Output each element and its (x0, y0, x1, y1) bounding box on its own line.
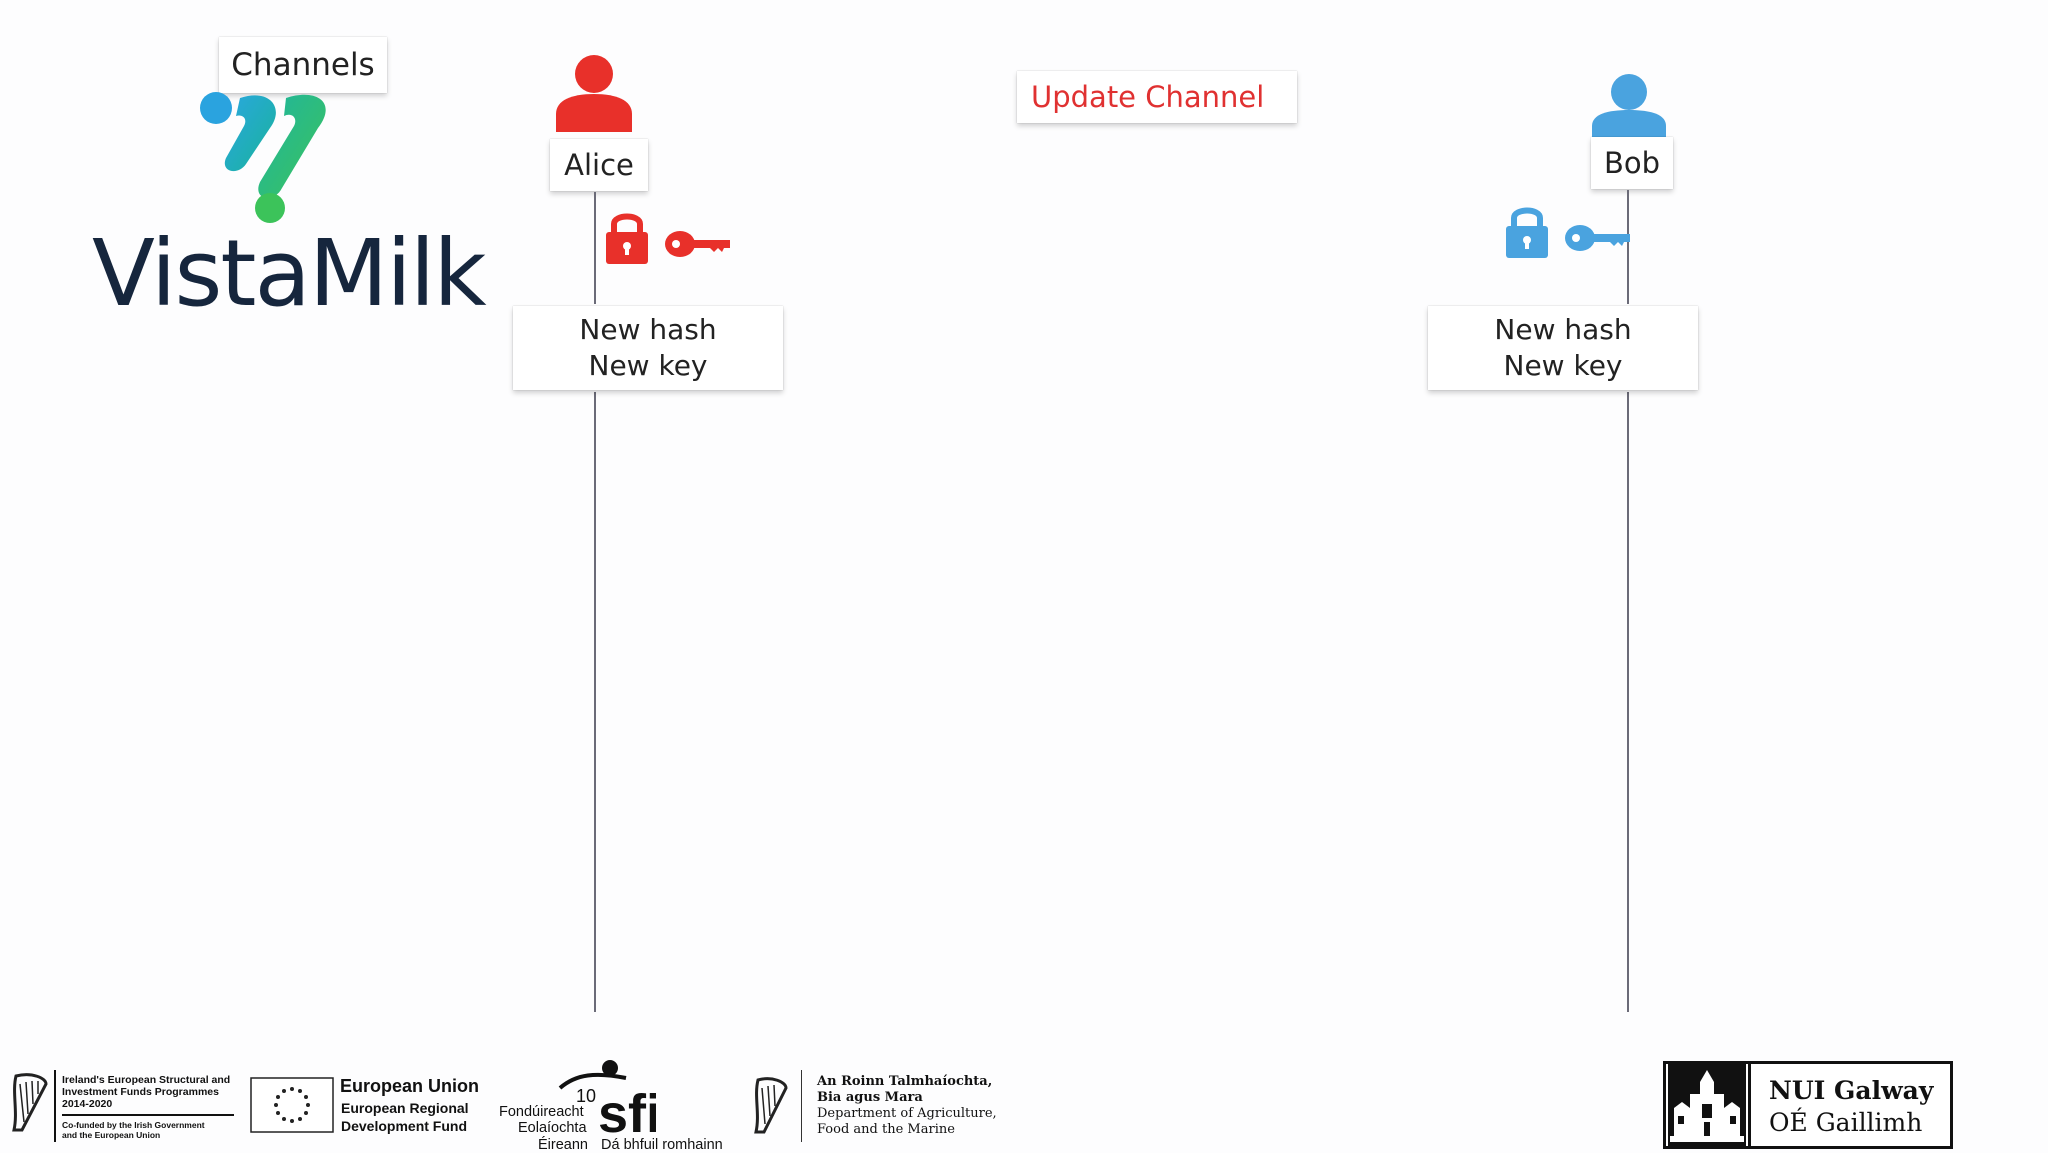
divider (54, 1070, 56, 1142)
alice-name: Alice (550, 139, 648, 191)
sfi-text: Éireann (538, 1137, 588, 1153)
bob-note: New hash New key (1428, 306, 1698, 390)
bob-user-icon (1592, 74, 1666, 138)
bob-lifeline (1627, 392, 1629, 1012)
divider (1748, 1061, 1751, 1149)
dafm-text: Department of Agriculture, (817, 1106, 997, 1121)
nui-name: NUI Galway (1769, 1076, 1934, 1105)
eu-title: European Union (340, 1076, 479, 1096)
bob-name: Bob (1591, 137, 1673, 189)
eu-subtitle: Development Fund (341, 1118, 468, 1134)
quadrangle-building-icon (1668, 1064, 1746, 1146)
harp-icon (754, 1077, 788, 1134)
vistamilk-wordmark: VistaMilk (92, 220, 487, 327)
sfi-text: Eolaíochta (518, 1120, 587, 1136)
note-line: New hash (579, 313, 717, 346)
note-line: New key (588, 349, 708, 382)
sfi-logo: 10 sfi (558, 1060, 656, 1136)
esif-text: Ireland's European Structural and Invest… (62, 1074, 232, 1110)
lock-icon (1506, 207, 1548, 258)
key-icon (665, 231, 730, 257)
update-channel-label: Update Channel (1017, 71, 1297, 123)
sfi-text: Fondúireacht (499, 1104, 584, 1120)
nui-name-irish: OÉ Gaillimh (1769, 1108, 1923, 1137)
key-icon (1565, 225, 1630, 251)
lock-icon (606, 213, 648, 264)
esif-line: 2014-2020 (62, 1098, 113, 1110)
harp-icon (12, 1073, 48, 1132)
esif-cofunded-line: and the European Union (62, 1130, 161, 1140)
note-line: New hash (1494, 313, 1632, 346)
alice-lifeline (594, 192, 596, 304)
sfi-mark: sfi (598, 1084, 656, 1136)
sfi-anniversary: 10 (576, 1086, 596, 1106)
sfi-tagline: Dá bhfuil romhainn (601, 1137, 723, 1153)
eu-flag-icon (250, 1077, 334, 1133)
alice-note: New hash New key (513, 306, 783, 390)
note-line: New key (1503, 349, 1623, 382)
section-label: Channels (219, 37, 387, 93)
esif-line: Ireland's European Structural and (62, 1074, 231, 1086)
esif-cofunded: Co-funded by the Irish Government and th… (62, 1120, 232, 1140)
esif-cofunded-line: Co-funded by the Irish Government (62, 1120, 205, 1130)
alice-lifeline (594, 392, 596, 1012)
divider (801, 1070, 802, 1142)
eu-subtitle: European Regional (341, 1100, 469, 1116)
vistamilk-ribbon-logo (200, 92, 326, 223)
dafm-text: Food and the Marine (817, 1122, 955, 1137)
dafm-text: Bia agus Mara (817, 1090, 923, 1105)
esif-line: Investment Funds Programmes (62, 1086, 219, 1098)
bob-lifeline (1627, 190, 1629, 304)
divider (62, 1114, 234, 1116)
dafm-text: An Roinn Talmhaíochta, (817, 1074, 993, 1089)
alice-user-icon (556, 55, 632, 132)
